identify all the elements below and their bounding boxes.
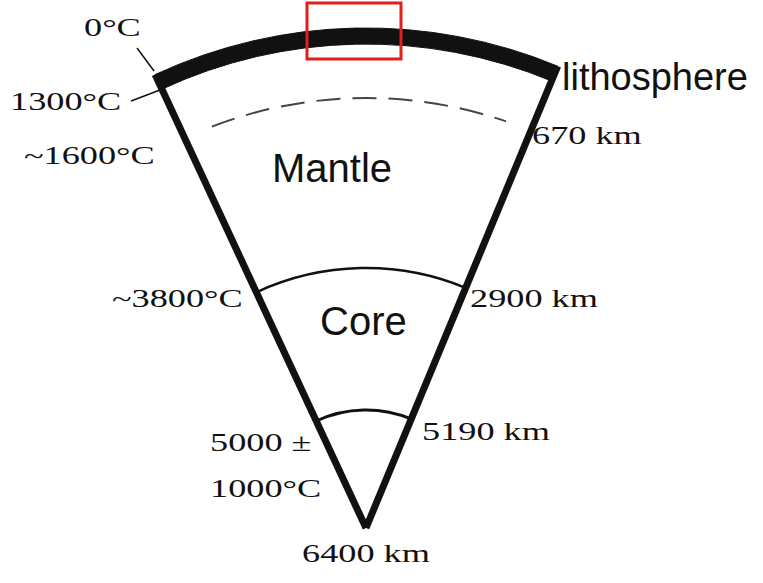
highlight-box — [307, 3, 401, 59]
inner-core-boundary — [316, 410, 411, 421]
temperature-label: ~1600°C — [24, 142, 155, 171]
layer-name: Mantle — [272, 145, 392, 191]
temperature-label: 5000 ± 1000°C — [210, 420, 326, 512]
depth-label: 5190 km — [422, 418, 550, 447]
leader-line — [131, 90, 160, 101]
core-boundary — [256, 268, 465, 292]
transition-zone-line — [212, 98, 506, 127]
temperature-label: 0°C — [84, 14, 141, 43]
layer-name: lithosphere — [562, 56, 748, 100]
temperature-label: ~3800°C — [112, 285, 243, 314]
layer-name: Core — [320, 298, 407, 344]
leader-line — [137, 48, 154, 71]
depth-label: 670 km — [532, 122, 642, 151]
temperature-label: 1300°C — [10, 88, 121, 117]
depth-label: 2900 km — [470, 285, 598, 314]
depth-label: 6400 km — [302, 540, 430, 569]
